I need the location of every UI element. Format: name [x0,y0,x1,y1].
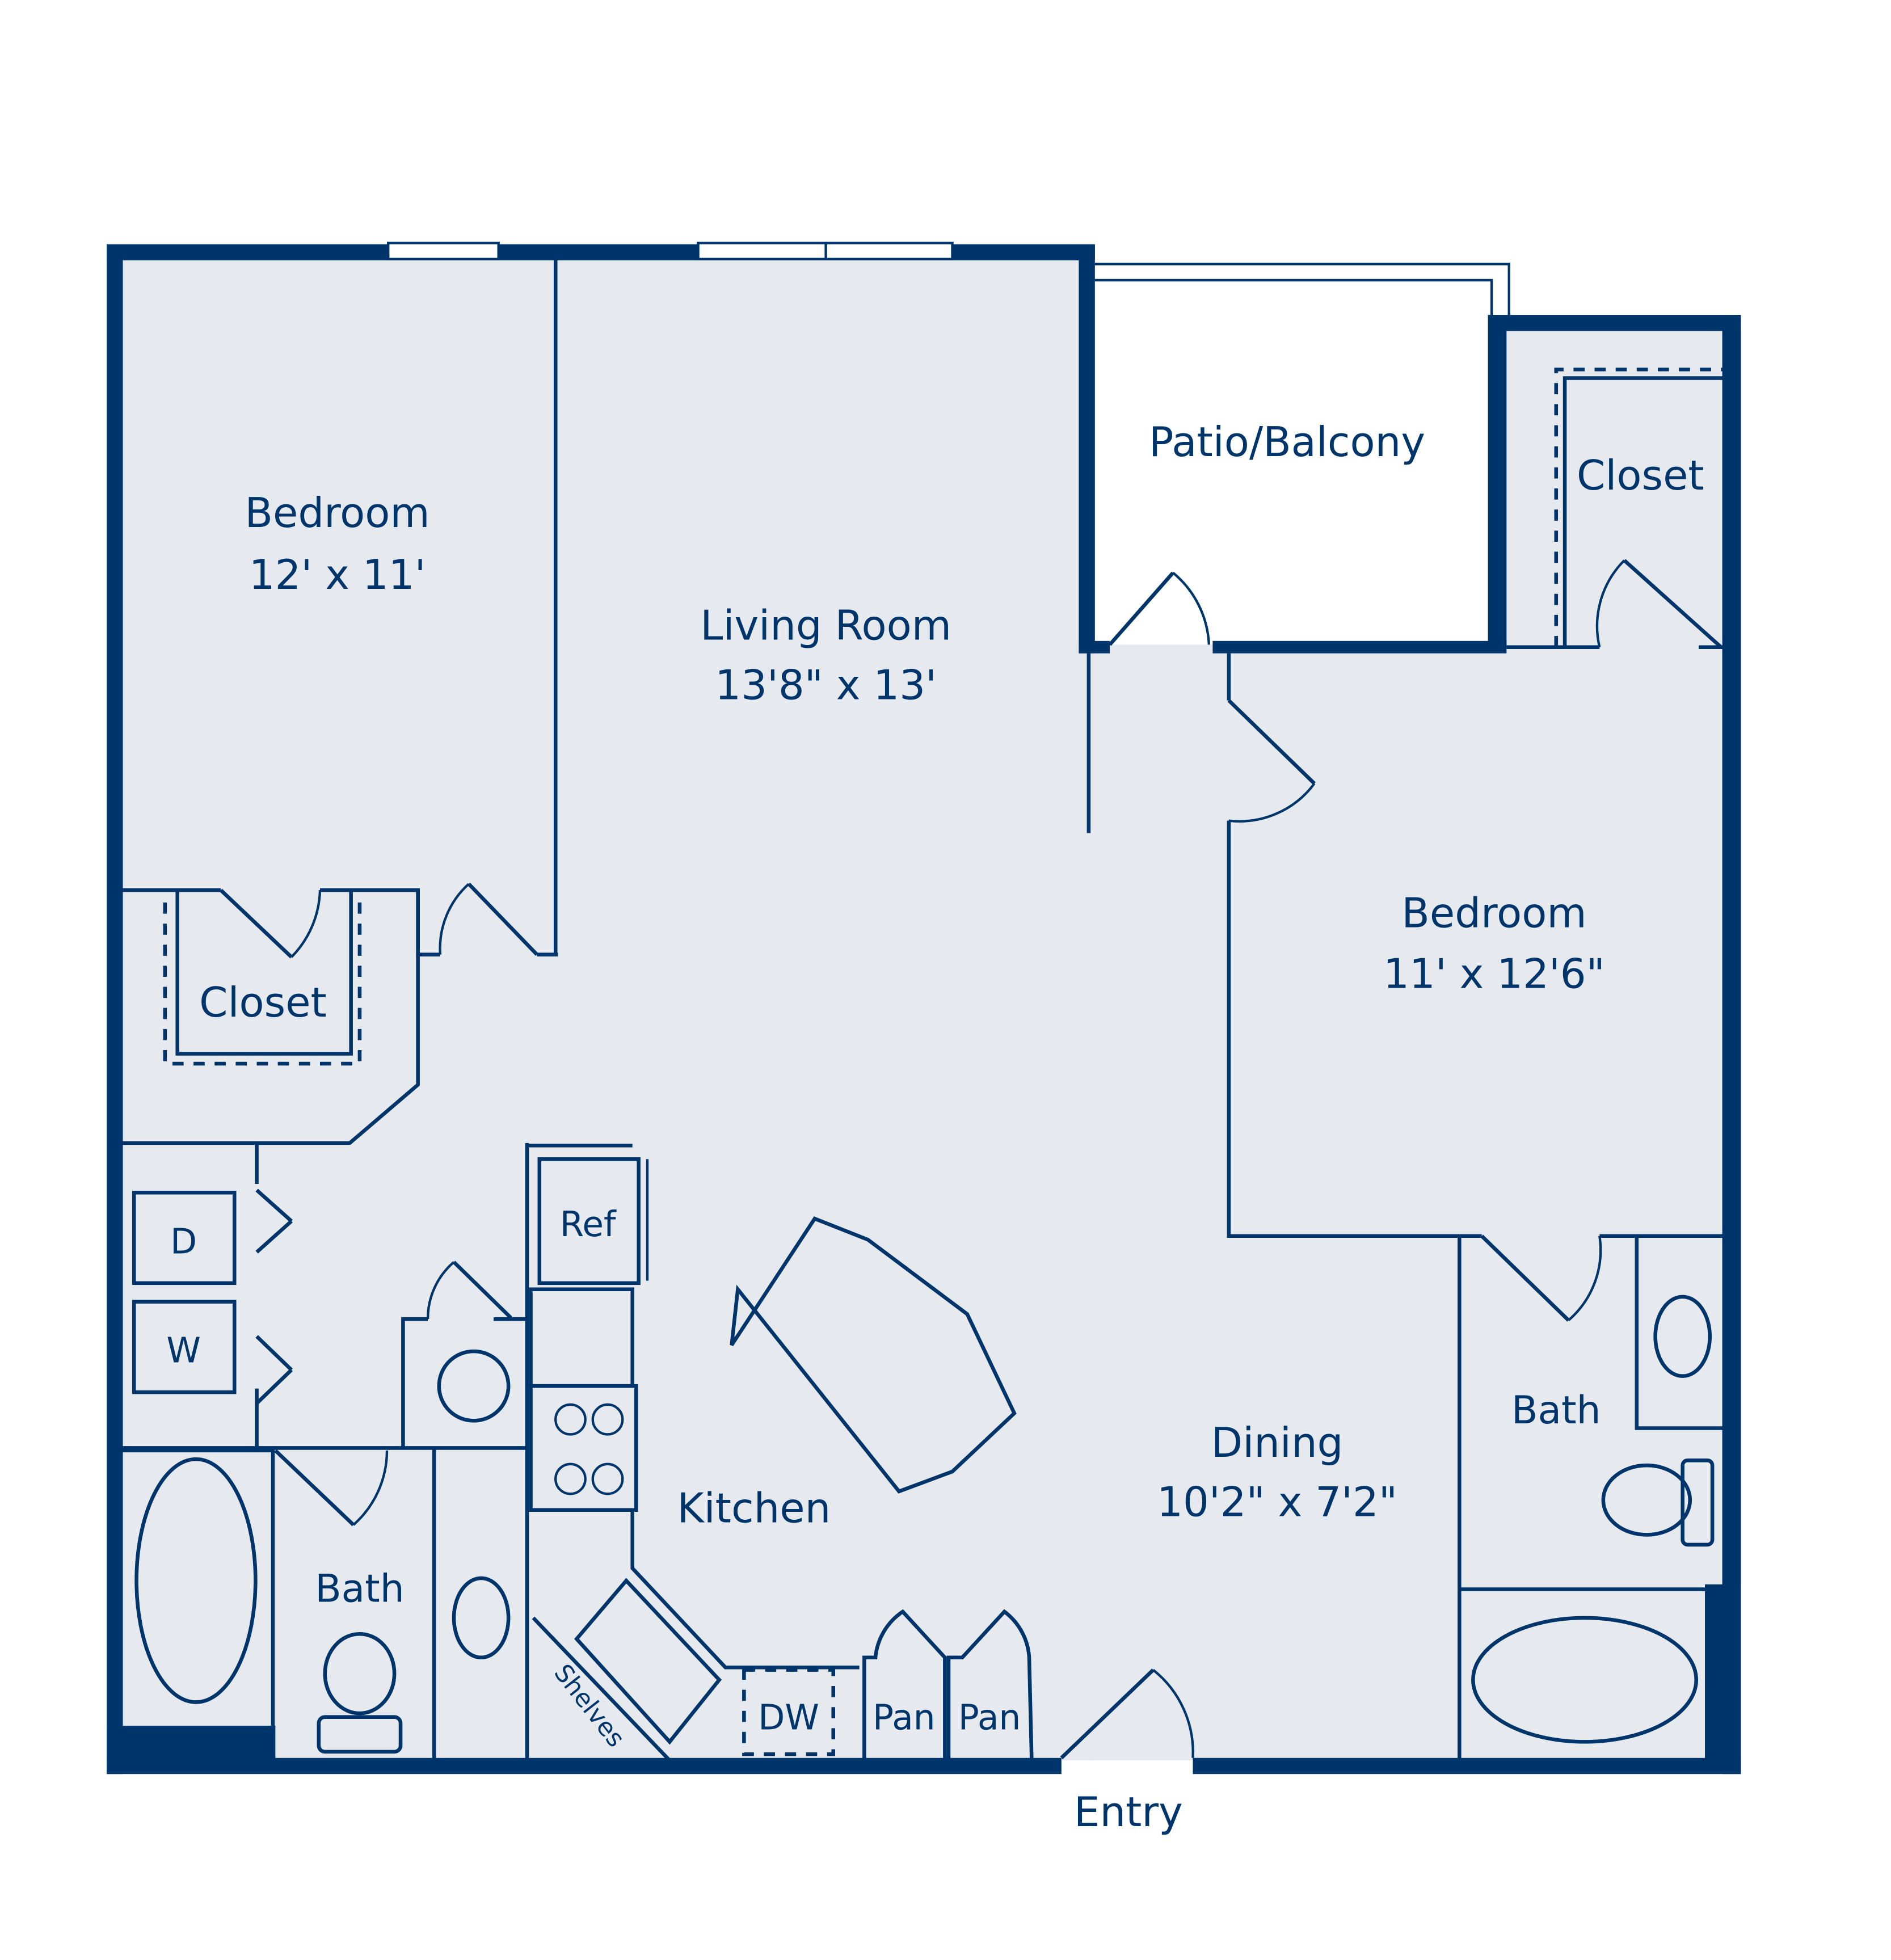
entry-label: Entry [1074,1789,1183,1836]
kitchen-name: Kitchen [677,1485,831,1533]
dryer-label: D [170,1221,197,1262]
bedroom1-name: Bedroom [245,490,430,537]
patio-railing [1094,263,1510,315]
dining-name: Dining [1211,1419,1344,1467]
bedroom1-size: 12' x 11' [249,551,426,599]
dishwasher-label: DW [758,1698,819,1738]
dining-size: 10'2" x 7'2" [1157,1479,1397,1527]
pantry2-label: Pan [958,1698,1021,1738]
living-room-size: 13'8" x 13' [715,662,937,710]
interior-walls [117,256,1726,1761]
bath-right-name: Bath [1511,1388,1601,1432]
closet-left-name: Closet [199,979,327,1027]
bedroom2-name: Bedroom [1401,890,1586,938]
windows [387,242,954,260]
bath-left-name: Bath [315,1566,404,1611]
closet-right-name: Closet [1577,452,1704,500]
refrigerator-label: Ref [560,1204,617,1245]
patio-name: Patio/Balcony [1149,419,1425,466]
closet-rods [163,367,1724,1066]
washer-label: W [166,1331,201,1371]
room-labels: Bedroom 12' x 11' Living Room 13'8" x 13… [199,419,1704,1836]
living-room-name: Living Room [700,602,951,650]
bedroom2-size: 11' x 12'6" [1383,951,1605,998]
fixtures [132,1157,1715,1762]
pantry1-label: Pan [873,1698,935,1738]
doors [219,559,1722,1761]
